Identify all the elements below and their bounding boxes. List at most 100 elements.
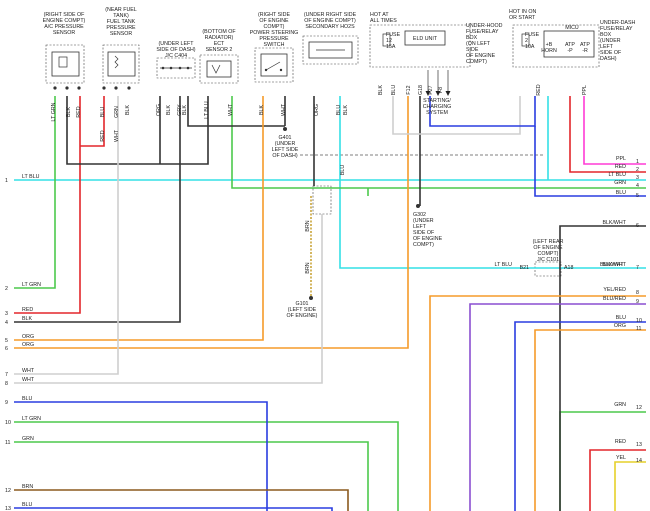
ps-switch-label-line: POWER STEERING <box>250 30 299 36</box>
right-wire-color: ORG <box>614 323 626 329</box>
fuse12-label-line: FUSE <box>386 32 401 38</box>
wire-brn-12 <box>14 489 349 511</box>
ac-sensor-label-line: SENSOR <box>53 30 76 36</box>
jc-c101-label-line: OF ENGINE <box>533 245 563 251</box>
power-steering-pressure-switch <box>254 47 294 83</box>
wire-blu-red-9 <box>469 303 646 511</box>
wire-wht-8 <box>14 214 323 384</box>
fuel-sensor-label-line: FUEL TANK <box>107 19 136 25</box>
ac-sensor-label-line: (RIGHT SIDE OF <box>44 12 86 18</box>
wire-blk-wht-6 <box>559 225 646 511</box>
starting-charging-label-line: CHARGING <box>423 104 452 110</box>
left-wire-number: 13 <box>5 506 11 511</box>
g101-ground <box>309 296 313 300</box>
fuel-tank-pressure-sensor <box>102 44 140 90</box>
left-wire-color: WHT <box>22 368 35 374</box>
g302-label-line: SIDE OF <box>413 230 435 236</box>
fuel-sensor-label-line: TANK) <box>113 13 129 19</box>
wire-color-tag: RED <box>536 84 542 95</box>
wire-color-tag: GRN <box>114 106 120 118</box>
ps-switch-label-line: PRESSURE <box>259 36 289 42</box>
left-wire-color: LT GRN <box>22 416 41 422</box>
wire-blu-10 <box>514 321 646 511</box>
wire-color-tag: BLU <box>391 85 397 95</box>
g101-label-line: OF ENGINE) <box>287 313 318 319</box>
eld-unit-label: ELD UNIT <box>413 36 438 42</box>
wire-org-11 <box>534 329 646 511</box>
right-wire-number: 14 <box>636 458 642 464</box>
right-wire-color: LT BLU <box>609 172 627 178</box>
wire-blk-ground <box>66 96 209 165</box>
ps-switch-label-line: COMPT) <box>264 24 285 30</box>
g302-label-line: COMPT) <box>413 242 434 248</box>
micu-pin-atp-p-line: -P <box>567 48 573 54</box>
c101-pin-a18: A18 <box>564 265 573 271</box>
ac-pressure-sensor <box>45 44 85 90</box>
wire-color-tag: F8 <box>438 87 444 93</box>
g101-label-line: G101 <box>296 301 309 307</box>
hot-at-all-times-label-line: HOT AT <box>370 12 389 18</box>
wire-color-tag: G18 <box>418 85 424 95</box>
hot-in-on-label-line: OR START <box>509 15 536 21</box>
right-wire-color: YEL/RED <box>603 287 626 293</box>
right-wire-number: 1 <box>636 159 639 165</box>
wire-color-tag: RED <box>100 130 106 141</box>
wire-color-tag: ORG <box>156 104 162 116</box>
ac-sensor-label-line: ENGINE COMPT) <box>43 18 86 24</box>
micu-pin-horn-line: +B <box>546 42 553 48</box>
underhood-fuse-relay-box <box>369 24 471 68</box>
wire-blu-13 <box>14 507 333 511</box>
right-wire-number: 2 <box>636 167 639 173</box>
left-wire-color: LT GRN <box>22 282 41 288</box>
right-wire-color: YEL <box>616 455 626 461</box>
mid-blu-v: BLU <box>340 165 346 175</box>
wire-color-tag: PPL <box>582 85 588 95</box>
ect-label-line: SENSOR 2 <box>206 47 233 53</box>
wire-color-tag: BLK <box>182 105 188 115</box>
wire-color-tag: LT BLU <box>204 101 210 119</box>
ho2s-label-line: SECONDARY HO2S <box>305 24 355 30</box>
wire-blu-5 <box>534 126 646 197</box>
g401-label-line: (UNDER <box>275 141 296 147</box>
ps-switch-label-line: (RIGHT SIDE <box>258 12 290 18</box>
g302-label-line: LEFT <box>413 224 427 230</box>
wire-blk-4 <box>14 96 181 323</box>
wire-red-2 <box>569 96 646 173</box>
g302-label-line: (UNDER <box>413 218 434 224</box>
wire-yel-blu-8 <box>429 295 646 511</box>
hot-at-all-times-label-line: ALL TIMES <box>370 18 397 24</box>
secondary-ho2s <box>302 35 359 65</box>
wire-blk-g401 <box>187 96 285 127</box>
right-wire-number: 6 <box>636 223 639 229</box>
g302-label-line: G302 <box>413 212 426 218</box>
wire-color-tag: BLU <box>336 105 342 115</box>
right-wire-color: BLU <box>616 190 626 196</box>
wire-red-fuel <box>80 96 105 147</box>
underhood-box-label-line: (ON LEFT <box>466 41 491 47</box>
ect-label-line: RADIATOR) <box>205 35 234 41</box>
wire-color-tag: BLK <box>125 105 131 115</box>
c101-pin-b21: B21 <box>520 265 529 271</box>
right-wire-number: 8 <box>636 290 639 296</box>
wire-color-tag: WHT <box>281 103 287 116</box>
wire-wht-fuse <box>392 96 521 135</box>
jc-c404 <box>156 57 196 79</box>
wire-red-13 <box>589 449 646 511</box>
wire-color-tag: RED <box>76 106 82 117</box>
hot-in-on-label-line: HOT IN ON <box>509 9 536 15</box>
right-wire-color: BLU/RED <box>603 296 626 302</box>
right-wire-number: 12 <box>636 405 642 411</box>
wire-yel-14 <box>614 461 646 511</box>
wire-grn-11 <box>14 441 369 511</box>
left-wire-number: 2 <box>5 286 8 292</box>
wire-lt-grn-10 <box>14 421 399 511</box>
micu-label: MICU <box>565 25 579 31</box>
left-wire-color: RED <box>22 307 33 313</box>
left-wire-color: BLK <box>22 316 32 322</box>
left-wire-number: 8 <box>5 381 8 387</box>
left-wire-number: 1 <box>5 178 8 184</box>
left-wire-number: 5 <box>5 338 8 344</box>
underhood-box-label-line: COMPT) <box>466 59 487 65</box>
